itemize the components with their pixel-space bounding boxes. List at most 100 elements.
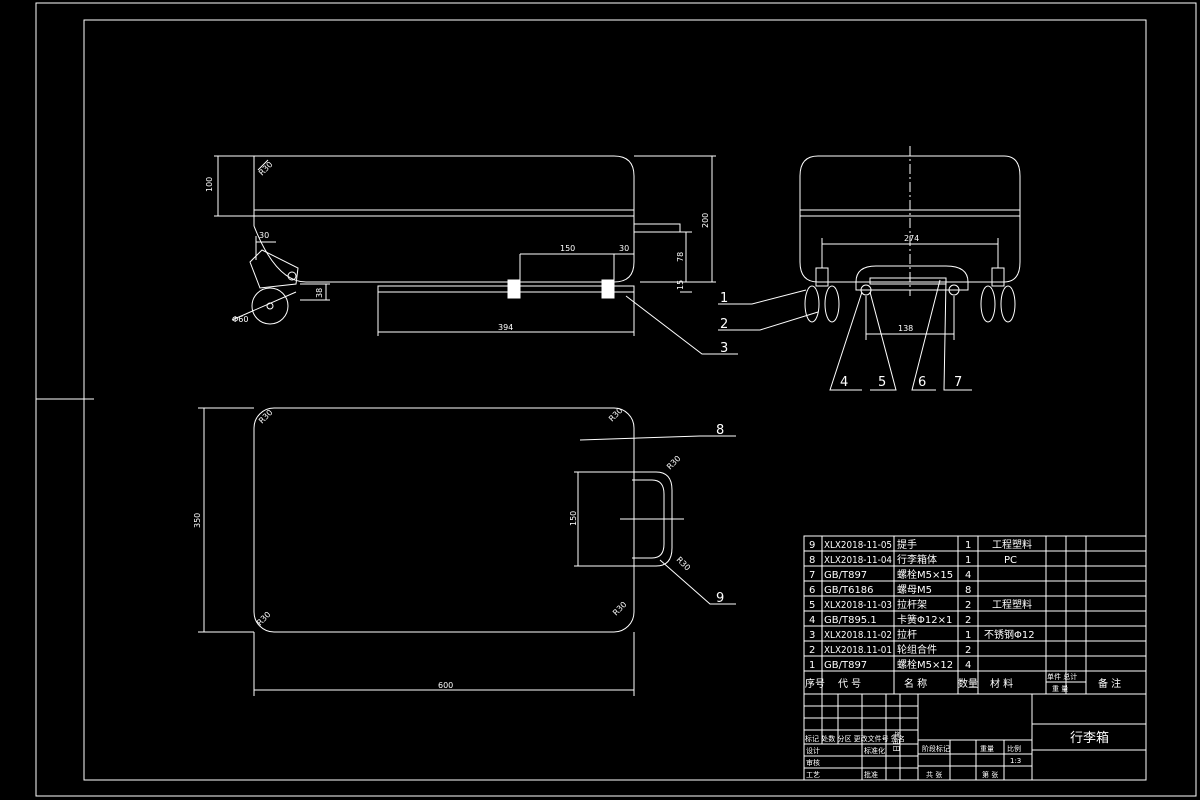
- balloons: 1 2 3 4 5 6 7 8 9: [716, 291, 962, 606]
- dim-top-r30-tr: R30: [607, 406, 625, 424]
- side-pull-rod: [377, 285, 635, 293]
- dim-top-r30-tl: R30: [257, 408, 275, 426]
- bom-header-remark: 备 注: [1098, 677, 1121, 690]
- bom-row-no: 1: [809, 660, 815, 671]
- bom-row-no: 7: [809, 570, 815, 581]
- dim-side-30-right: 30: [619, 244, 629, 253]
- bom-row-material: 不锈钢Φ12: [984, 628, 1035, 641]
- bom-row-name: 拉杆架: [897, 598, 927, 611]
- balloon-7: 7: [954, 375, 962, 390]
- bom-row-qty: 2: [965, 645, 971, 656]
- bom-row-name: 螺母M5: [897, 584, 932, 596]
- balloon-leaders: [579, 279, 972, 605]
- top-view: [198, 407, 684, 696]
- bom-rows: 9 XLX2018-11-05 提手 1 工程塑料 8 XLX2018-11-0…: [805, 538, 1121, 693]
- bom-header-weight: 重 量: [1052, 685, 1068, 693]
- dim-side-200: 200: [701, 213, 710, 228]
- top-view-dims: R30 R30 R30 R30 350 600 R30 R30 150: [193, 406, 692, 690]
- tb-approve: 批准: [864, 770, 878, 779]
- side-rod-clamp-2: [601, 279, 615, 299]
- dim-top-r30-bl: R30: [255, 610, 273, 628]
- tb-sheet-no: 第 张: [982, 770, 998, 779]
- balloon-2: 2: [720, 317, 728, 332]
- bom-row-name: 螺栓M5×15: [897, 568, 953, 581]
- bom-row-no: 8: [809, 555, 815, 566]
- drawing-title: 行李箱: [1070, 730, 1109, 746]
- dim-handle-r30-top: R30: [665, 454, 683, 472]
- sheet-inner-border: [83, 19, 1147, 781]
- bom-row-name: 卡簧Φ12×1: [897, 613, 952, 626]
- bom-row-qty: 1: [965, 555, 971, 566]
- front-view: [799, 146, 1021, 340]
- bom-row-qty: 1: [965, 540, 971, 551]
- tb-process: 工艺: [806, 771, 820, 779]
- bom-row-name: 轮组合件: [897, 643, 937, 656]
- tb-weight: 重量: [980, 745, 994, 753]
- bom-header-unit-total: 单件 总计: [1047, 672, 1077, 681]
- bom-row-qty: 2: [965, 615, 971, 626]
- side-handle: [634, 223, 681, 233]
- bom-row-code: XLX2018.11-02: [824, 630, 892, 641]
- bom-row-code: GB/T897: [824, 570, 867, 581]
- dim-handle-150: 150: [569, 511, 578, 526]
- bom-row-code: XLX2018-11-04: [824, 555, 892, 566]
- dim-top-r30-br: R30: [611, 600, 629, 618]
- bom-row-qty: 4: [965, 570, 971, 581]
- bom-row-no: 9: [809, 540, 815, 551]
- bom-row-code: GB/T897: [824, 660, 867, 671]
- sheet-outer-frame: [35, 2, 1197, 797]
- side-view-body: [253, 155, 635, 283]
- bom-row-no: 5: [809, 600, 815, 611]
- title-block: 标记 处数 分区 更改文件号 签名 年月日 设计 标准化 审核 工艺 批准 日期…: [805, 730, 1109, 779]
- dim-side-30-left: 30: [259, 231, 269, 240]
- dim-front-138: 138: [898, 324, 913, 333]
- bom-row-material: 工程塑料: [992, 538, 1032, 551]
- side-wheel: [251, 287, 289, 325]
- bom-header-qty: 数量: [958, 677, 978, 690]
- bom-row-qty: 1: [965, 630, 971, 641]
- balloon-5: 5: [878, 375, 886, 390]
- tb-row-labels: 标记 处数 分区 更改文件号 签名: [805, 734, 905, 743]
- front-handle-frame: [855, 265, 969, 291]
- bom-table: [803, 535, 1147, 781]
- front-view-dims: 274 138: [898, 234, 919, 333]
- bom-row-no: 6: [809, 585, 815, 596]
- bom-row-code: XLX2018.11-01: [824, 645, 892, 656]
- balloon-6: 6: [918, 375, 926, 390]
- bom-row-material: 工程塑料: [992, 598, 1032, 611]
- side-view: [214, 155, 716, 336]
- tb-stage-mark: 阶段标记: [922, 744, 950, 753]
- dim-side-dia60: Φ60: [232, 315, 248, 324]
- bom-row-name: 提手: [897, 538, 917, 551]
- top-view-body: [253, 407, 635, 633]
- dim-top-600: 600: [438, 681, 453, 690]
- bom-row-no: 3: [809, 630, 815, 641]
- balloon-4: 4: [840, 375, 848, 390]
- bom-row-material: PC: [1004, 555, 1017, 566]
- side-wheel-bracket: [249, 249, 299, 289]
- bom-header-material: 材 料: [990, 677, 1013, 690]
- dim-side-394: 394: [498, 323, 513, 332]
- front-wheel-l1: [804, 285, 820, 323]
- bom-row-code: XLX2018-11-03: [824, 600, 892, 611]
- tb-standardization: 标准化: [864, 746, 885, 755]
- front-wheel-l2: [824, 285, 840, 323]
- bom-row-qty: 8: [965, 585, 971, 596]
- balloon-1: 1: [720, 291, 728, 306]
- bom-row-code: XLX2018-11-05: [824, 540, 892, 551]
- bom-row-name: 螺栓M5×12: [897, 658, 953, 671]
- tb-scale: 1:3: [1010, 757, 1021, 765]
- dim-side-r30: R30: [257, 160, 275, 178]
- bom-row-qty: 2: [965, 600, 971, 611]
- balloon-8: 8: [716, 423, 724, 438]
- balloon-3: 3: [720, 341, 728, 356]
- dim-side-15: 15: [676, 280, 685, 290]
- bom-row-name: 拉杆: [897, 628, 917, 641]
- tb-design: 设计: [806, 746, 820, 755]
- dim-top-350: 350: [193, 513, 202, 528]
- tb-total-sheets: 共 张: [926, 770, 942, 779]
- balloon-9: 9: [716, 591, 724, 606]
- dim-side-150: 150: [560, 244, 575, 253]
- bom-row-code: GB/T895.1: [824, 615, 877, 626]
- dim-side-38: 38: [315, 288, 324, 298]
